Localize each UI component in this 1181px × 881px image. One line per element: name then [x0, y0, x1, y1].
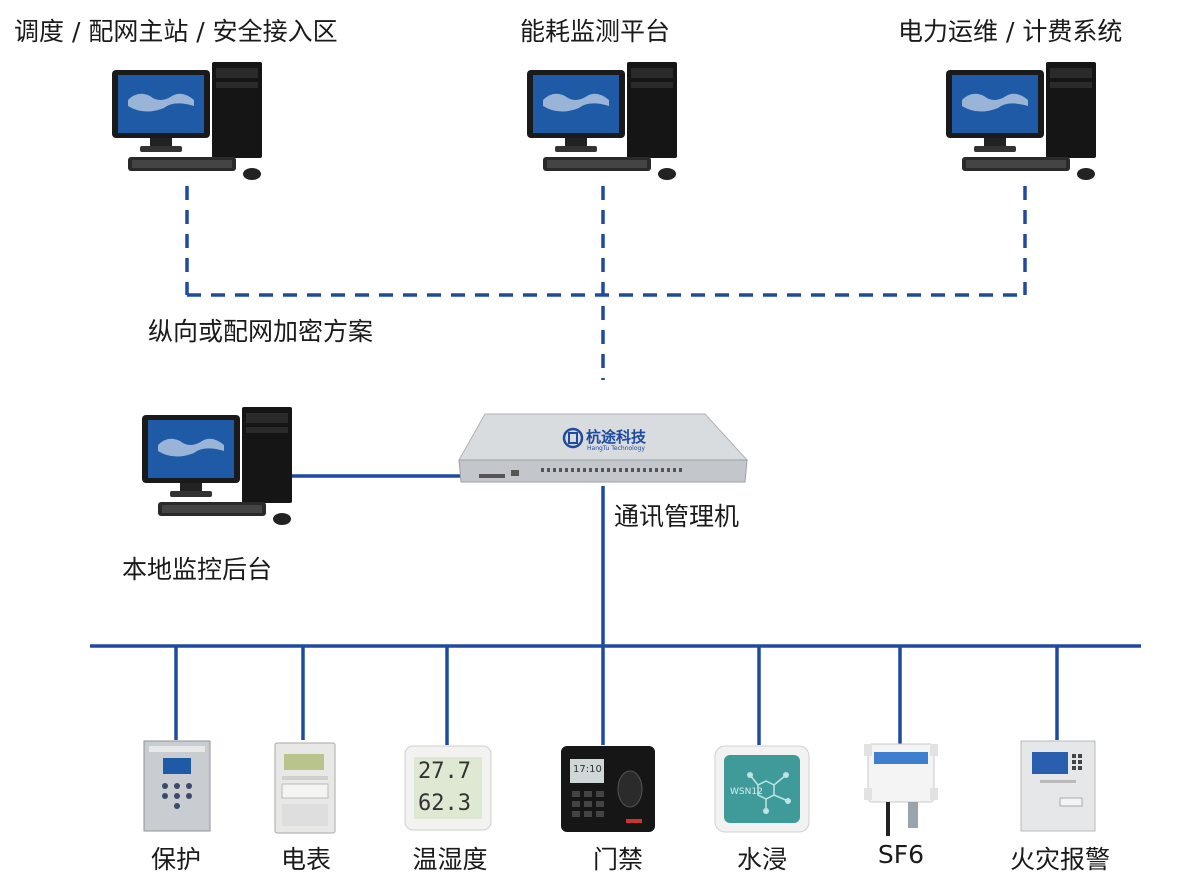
gateway-brand-sub: HangTu Technology — [587, 445, 645, 452]
station-left-label: 调度 / 配网主站 / 安全接入区 — [14, 17, 338, 46]
gateway-brand: 杭途科技 — [586, 428, 647, 446]
fire-alarm-device-icon — [1020, 740, 1096, 832]
station-right-label: 电力运维 / 计费系统 — [898, 17, 1123, 46]
encryption-label: 纵向或配网加密方案 — [148, 317, 374, 346]
access-control-panel-icon — [561, 746, 655, 832]
station-center-label: 能耗监测平台 — [520, 17, 671, 46]
computer-icon-local — [142, 407, 292, 525]
device-label-water-leak: 水浸 — [736, 845, 787, 874]
water-leak-panel-icon — [714, 745, 810, 833]
sf6-sensor-icon — [864, 743, 938, 836]
access-control-device: 17:10 — [560, 745, 656, 833]
humidity-reading: 62.3 — [418, 791, 471, 816]
temp-humidity-panel-icon — [404, 745, 492, 831]
water-leak-model-text: WSN12 — [730, 787, 763, 797]
gateway-label: 通讯管理机 — [614, 502, 740, 531]
temp-humidity-device: 27.7 62.3 — [404, 745, 492, 831]
device-label-meter: 电表 — [280, 845, 331, 874]
computer-icon-right — [946, 62, 1096, 180]
device-label-access-control: 门禁 — [592, 845, 643, 874]
computer-icon-center — [527, 62, 677, 180]
device-label-temp-humidity: 温湿度 — [412, 845, 488, 874]
gateway-device: 杭途科技 HangTu Technology — [455, 412, 750, 492]
device-label-sf6: SF6 — [877, 840, 925, 869]
device-label-fire-alarm: 火灾报警 — [1009, 845, 1110, 874]
computer-icon-left — [112, 62, 262, 180]
device-label-protection: 保护 — [150, 845, 201, 874]
local-monitor-label: 本地监控后台 — [122, 555, 273, 584]
water-leak-device: WSN12 — [714, 745, 810, 833]
gateway-chassis-icon — [458, 413, 749, 483]
temp-reading: 27.7 — [418, 759, 471, 784]
meter-device-icon — [274, 742, 336, 834]
access-control-screen-text: 17:10 — [573, 764, 602, 775]
protection-device-icon — [143, 740, 211, 832]
